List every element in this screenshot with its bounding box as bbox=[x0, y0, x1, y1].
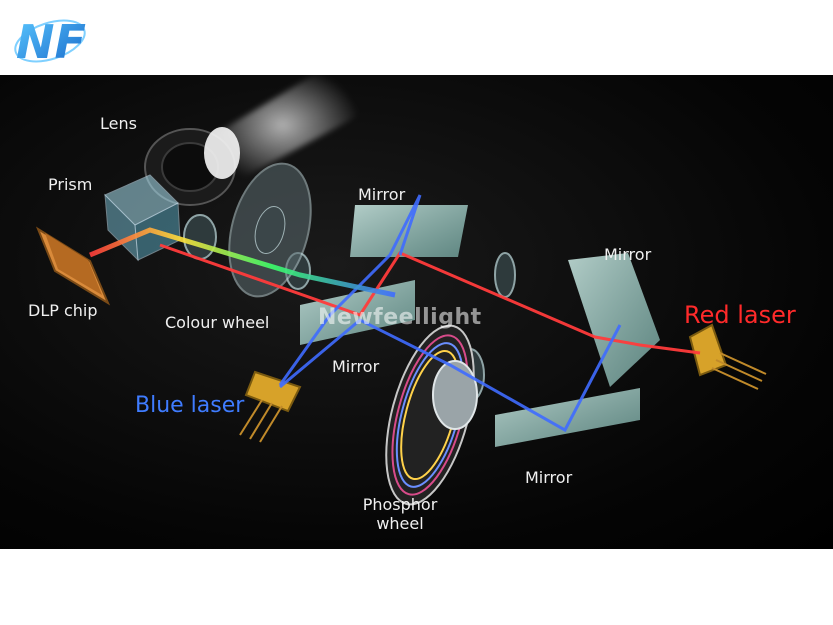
newfeellight-logo: NF bbox=[10, 8, 90, 70]
projection-light-beam bbox=[205, 75, 360, 185]
label-phosphor-line2: wheel bbox=[376, 514, 424, 533]
dlp-chip-shape bbox=[35, 226, 111, 306]
label-phosphor-line1: Phosphor bbox=[362, 495, 438, 514]
red-beam bbox=[159, 243, 701, 355]
watermark-text: Newfeellight bbox=[318, 305, 482, 330]
mirror-center-shape bbox=[300, 280, 415, 345]
mirror-bottom-shape bbox=[495, 388, 640, 447]
mirror-right-shape bbox=[568, 253, 660, 387]
colour-wheel-shape bbox=[228, 162, 312, 298]
label-mirror-right: Mirror bbox=[604, 245, 652, 264]
label-phosphor-wheel: Phosphor wheel bbox=[360, 495, 440, 533]
nf-logo-icon: NF bbox=[14, 15, 86, 69]
label-prism: Prism bbox=[48, 175, 93, 194]
laser-projector-diagram: Lens Prism DLP chip Colour wheel Mirror … bbox=[0, 75, 833, 549]
phosphor-wheel-shape bbox=[385, 324, 478, 506]
label-mirror-bottom: Mirror bbox=[525, 468, 573, 487]
blue-laser-shape bbox=[239, 370, 302, 443]
relay-lens-1 bbox=[183, 214, 217, 260]
label-lens: Lens bbox=[100, 114, 137, 133]
blue-beam-lower bbox=[279, 318, 622, 433]
label-blue-laser: Blue laser bbox=[135, 393, 245, 418]
label-mirror-center: Mirror bbox=[332, 357, 380, 376]
diagram-canvas bbox=[35, 75, 767, 506]
relay-lens-3 bbox=[494, 252, 516, 298]
label-red-laser: Red laser bbox=[684, 301, 796, 329]
red-laser-shape bbox=[688, 323, 767, 390]
combined-beam bbox=[89, 227, 396, 298]
label-colour-wheel: Colour wheel bbox=[165, 313, 270, 332]
blue-beam-upper bbox=[278, 194, 422, 386]
svg-text:NF: NF bbox=[16, 15, 86, 69]
lens-shape bbox=[144, 127, 240, 206]
label-dlp-chip: DLP chip bbox=[28, 301, 98, 320]
label-mirror-top: Mirror bbox=[358, 185, 406, 204]
